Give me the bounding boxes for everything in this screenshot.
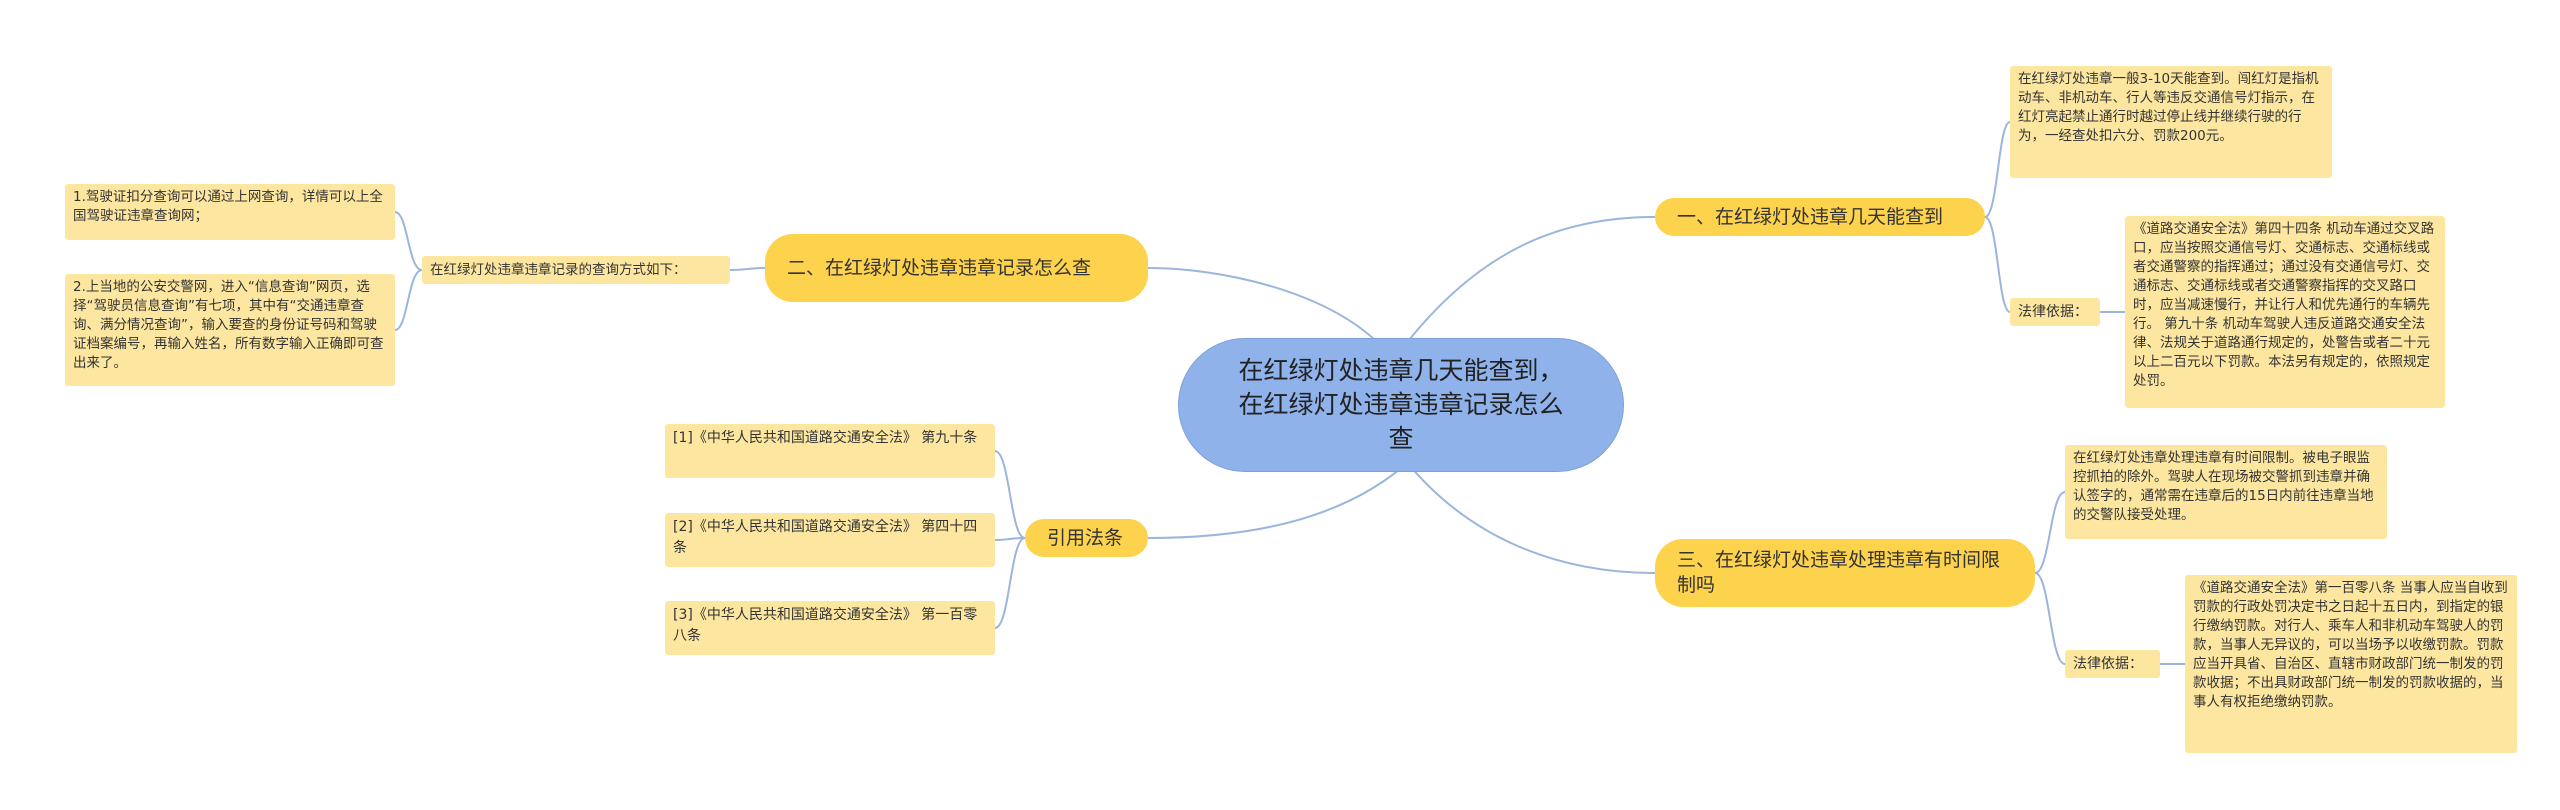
link-b4-ref2 xyxy=(994,537,1026,541)
link-b2-label xyxy=(729,267,766,271)
branch-1-title: 一、在红绿灯处违章几天能查到 xyxy=(1677,205,1944,228)
link-b4-ref1 xyxy=(994,450,1026,539)
link-b1-label xyxy=(1984,216,2011,313)
branch-3-answer[interactable]: 在红绿灯处违章处理违章有时间限制。被电子眼监控抓拍的除外。驾驶人在现场被交警抓到… xyxy=(2065,445,2387,539)
link-root-b4 xyxy=(1147,464,1406,539)
branch-2-title: 二、在红绿灯处违章违章记录怎么查 xyxy=(787,256,1092,279)
link-root-b3 xyxy=(1404,459,1656,574)
link-root-b2 xyxy=(1147,267,1376,341)
branch-3-title: 三、在红绿灯处违章处理违章有时间限制吗 xyxy=(1677,549,2001,596)
root-topic[interactable]: 在红绿灯处违章几天能查到，在红绿灯处违章违章记录怎么查 xyxy=(1178,338,1624,472)
branch-2-method-2[interactable]: 2.上当地的公安交警网，进入“信息查询”网页，选择“驾驶员信息查询”有七项，其中… xyxy=(65,274,395,386)
branch-3-label[interactable]: 法律依据： xyxy=(2065,650,2160,678)
branch-1-label[interactable]: 法律依据： xyxy=(2010,298,2100,326)
branch-3[interactable]: 三、在红绿灯处违章处理违章有时间限制吗 xyxy=(1655,539,2035,607)
link-b2-leaf1 xyxy=(394,211,423,271)
branch-2-label[interactable]: 在红绿灯处违章违章记录的查询方式如下： xyxy=(422,256,730,284)
branch-1-law[interactable]: 《道路交通安全法》第四十四条 机动车通过交叉路口，应当按照交通信号灯、交通标志、… xyxy=(2125,216,2445,408)
link-b3-label xyxy=(2034,572,2066,665)
reference-1[interactable]: [1]《中华人民共和国道路交通安全法》 第九十条 xyxy=(665,424,995,478)
branch-4-title: 引用法条 xyxy=(1047,526,1124,549)
link-root-b1 xyxy=(1404,216,1656,346)
reference-3[interactable]: [3]《中华人民共和国道路交通安全法》 第一百零八条 xyxy=(665,601,995,655)
link-b4-ref3 xyxy=(994,537,1026,629)
branch-1[interactable]: 一、在红绿灯处违章几天能查到 xyxy=(1655,198,1985,236)
link-b3-leaf1 xyxy=(2034,491,2066,574)
root-title: 在红绿灯处违章几天能查到，在红绿灯处违章违章记录怎么查 xyxy=(1238,356,1564,453)
branch-2[interactable]: 二、在红绿灯处违章违章记录怎么查 xyxy=(765,234,1148,302)
link-b2-leaf2 xyxy=(394,269,423,331)
branch-3-law[interactable]: 《道路交通安全法》第一百零八条 当事人应当自收到罚款的行政处罚决定书之日起十五日… xyxy=(2185,575,2517,753)
branch-4[interactable]: 引用法条 xyxy=(1025,519,1148,557)
branch-2-method-1[interactable]: 1.驾驶证扣分查询可以通过上网查询，详情可以上全国驾驶证违章查询网； xyxy=(65,184,395,240)
branch-1-answer[interactable]: 在红绿灯处违章一般3-10天能查到。闯红灯是指机动车、非机动车、行人等违反交通信… xyxy=(2010,66,2332,178)
link-b1-leaf1 xyxy=(1984,121,2011,218)
reference-2[interactable]: [2]《中华人民共和国道路交通安全法》 第四十四条 xyxy=(665,513,995,567)
